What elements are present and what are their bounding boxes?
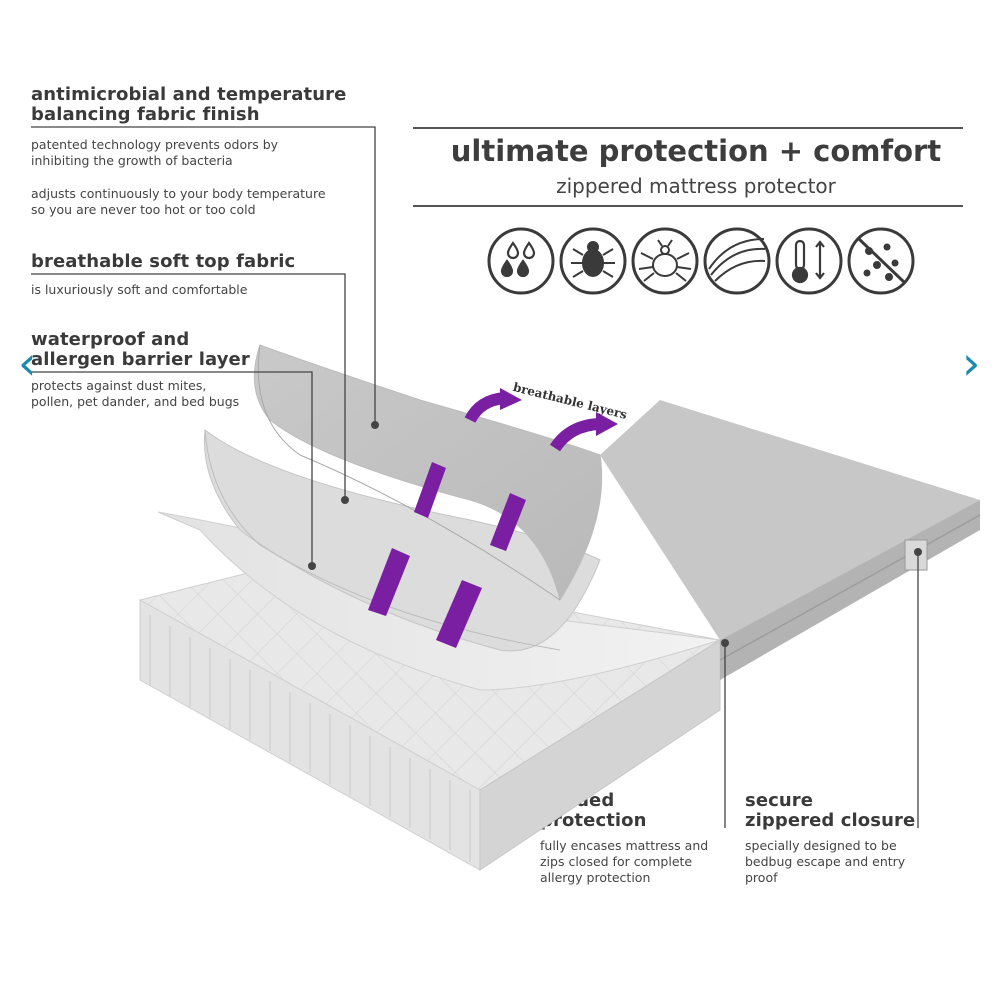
title-top-rule xyxy=(413,127,963,129)
waterproof-heading: waterproof and allergen barrier layer xyxy=(31,329,250,370)
breathable-text: is luxuriously soft and comfortable xyxy=(31,282,248,297)
dust-mite-icon xyxy=(571,241,615,278)
antimicrobial-text-2: adjusts continuously to your body temper… xyxy=(31,186,326,217)
fabric-top-sheet xyxy=(253,344,603,602)
six-sided-text: fully encases mattress and zips closed f… xyxy=(540,838,709,885)
title-bottom-rule xyxy=(413,205,963,207)
zippered-text: specially designed to be bedbug escape a… xyxy=(745,838,906,885)
page-subtitle: zippered mattress protector xyxy=(556,174,836,198)
breathable-arrow-1 xyxy=(464,392,506,423)
leader-breathable xyxy=(31,273,346,500)
breathable-channels xyxy=(368,462,526,648)
page-title: ultimate protection + comfort xyxy=(450,134,942,168)
bed-bug-icon xyxy=(638,239,692,282)
breathable-arrow-2 xyxy=(549,418,601,452)
antimicrobial-text-1: patented technology prevents odors by in… xyxy=(31,137,279,168)
breathable-heading: breathable soft top fabric xyxy=(31,251,296,272)
breathable-layers-icon xyxy=(708,238,766,282)
leader-antimicrobial xyxy=(31,126,376,425)
carousel-next-arrow[interactable]: › xyxy=(962,336,981,390)
zippered-heading: secure zippered closure xyxy=(745,790,916,831)
feature-icons-row xyxy=(487,227,915,295)
antimicrobial-icon xyxy=(857,237,907,285)
carousel-prev-arrow[interactable]: ‹ xyxy=(18,336,37,390)
leader-waterproof xyxy=(31,371,313,566)
temperature-icon xyxy=(791,239,825,284)
encasement-top xyxy=(600,400,980,640)
mattress-side-front xyxy=(479,639,721,871)
soft-top-sheet xyxy=(203,429,601,652)
waterproof-drops-icon xyxy=(500,241,536,278)
antimicrobial-heading: antimicrobial and temperature balancing … xyxy=(31,84,347,125)
waterproof-text: protects against dust mites, pollen, pet… xyxy=(31,378,240,409)
